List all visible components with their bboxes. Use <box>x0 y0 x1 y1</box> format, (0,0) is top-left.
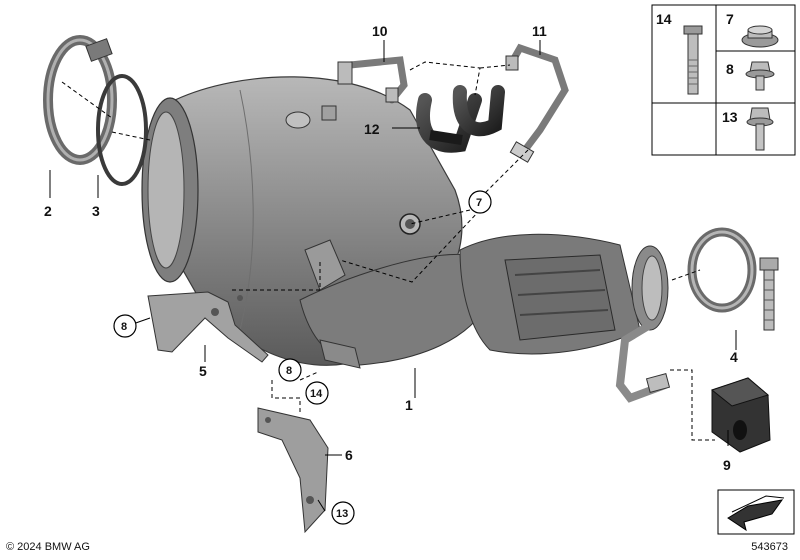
dashed-leader-lines <box>61 61 715 441</box>
gasket-icon <box>96 74 148 186</box>
callout-13: 13 <box>336 508 348 520</box>
callout-8b: 8 <box>286 365 292 377</box>
callout-8-circle-b: 8 <box>278 358 302 382</box>
stud-bolt-icon <box>759 257 779 331</box>
callout-12: 12 <box>364 121 380 137</box>
outlet-gasket-icon <box>687 227 757 313</box>
lower-pipe-icon <box>615 321 671 403</box>
callout-8a: 8 <box>121 321 127 333</box>
rubber-mount-icon <box>710 377 771 453</box>
clamp-icon <box>43 35 117 165</box>
callout-5: 5 <box>199 363 207 379</box>
callout-14-circle: 14 <box>305 381 329 405</box>
fastener-legend: 14 7 8 13 <box>651 4 796 156</box>
legend-label-14: 14 <box>656 11 672 27</box>
hose-icon <box>416 85 505 153</box>
callout-11: 11 <box>532 23 547 39</box>
callout-8-circle-a: 8 <box>113 314 137 338</box>
copyright-text: © 2024 BMW AG <box>6 541 90 553</box>
callout-14: 14 <box>310 388 323 400</box>
callout-7-circle: 7 <box>468 190 492 214</box>
callout-9: 9 <box>723 457 731 473</box>
pressure-pipe-right-icon <box>505 43 569 163</box>
bracket-left-icon <box>147 291 269 363</box>
callout-3: 3 <box>92 203 100 219</box>
hex-bolt-icon <box>746 107 774 151</box>
pressure-pipe-left-icon <box>337 56 408 104</box>
direction-arrow-box <box>717 489 795 535</box>
legend-label-8: 8 <box>726 61 734 77</box>
legend-label-13: 13 <box>722 109 738 125</box>
legend-label-7: 7 <box>726 11 734 27</box>
flange-nut-icon <box>741 25 779 48</box>
callout-2: 2 <box>44 203 52 219</box>
image-id-text: 543673 <box>751 541 788 553</box>
bolt-long-icon <box>683 25 703 95</box>
flange-bolt-icon <box>745 61 775 91</box>
bracket-lower-icon <box>257 407 329 534</box>
callout-7: 7 <box>476 197 482 209</box>
callout-1: 1 <box>405 397 413 413</box>
catalytic-converter-icon <box>141 76 669 369</box>
callout-13-circle: 13 <box>331 501 355 525</box>
callout-10: 10 <box>372 23 388 39</box>
callout-4: 4 <box>730 349 738 365</box>
callout-6: 6 <box>345 447 353 463</box>
